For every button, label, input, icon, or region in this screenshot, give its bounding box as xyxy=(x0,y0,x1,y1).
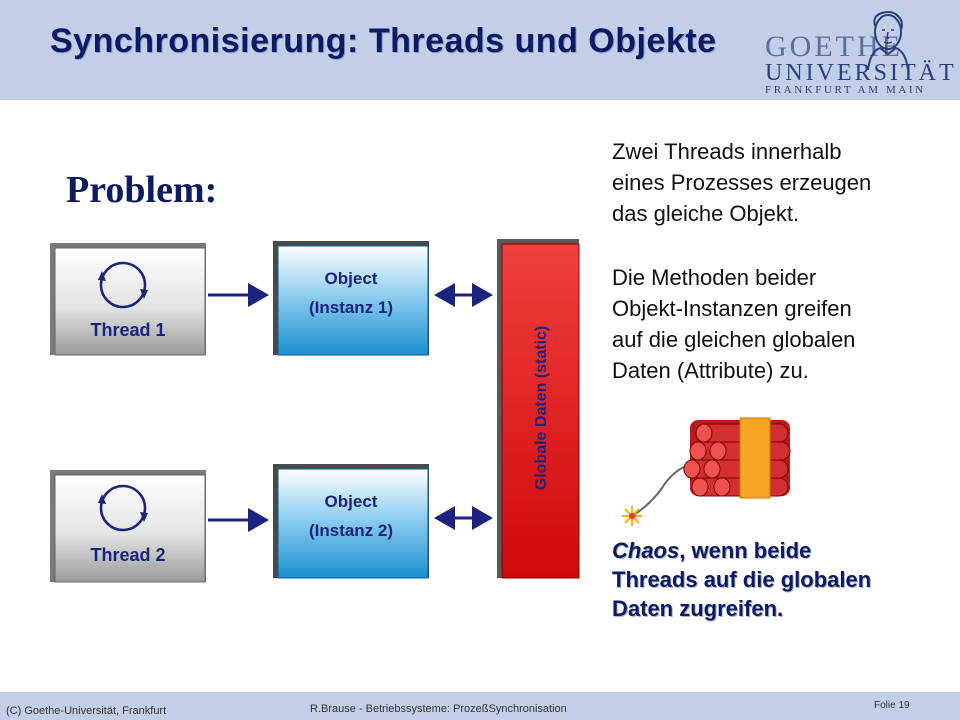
problem-heading: Problem: xyxy=(66,169,218,211)
chaos-line-3: Daten zugreifen. xyxy=(612,596,784,621)
logo-frankfurt: FRANKFURT AM MAIN xyxy=(765,84,926,96)
object1-label-line2: (Instanz 1) xyxy=(309,298,393,317)
description-line: eines Prozesses erzeugen xyxy=(612,170,872,195)
description-paragraph-2: Die Methoden beider Objekt-Instanzen gre… xyxy=(612,262,855,386)
cycle-icon xyxy=(98,261,148,309)
logo-universitaet: UNIVERSITÄT xyxy=(765,60,957,86)
footer-course: R.Brause - Betriebssysteme: ProzeßSynchr… xyxy=(310,703,567,715)
goethe-portrait-logo xyxy=(867,11,909,70)
object2-box: Object (Instanz 2) xyxy=(273,464,429,579)
object2-label-line1: Object xyxy=(325,492,378,511)
chaos-line-2: Threads auf die globalen xyxy=(612,567,872,592)
chaos-line1-rest: , wenn beide xyxy=(679,538,812,563)
footer-copyright: (C) Goethe-Universität, Frankfurt xyxy=(6,705,167,717)
object1-box: Object (Instanz 1) xyxy=(273,241,429,356)
thread2-label: Thread 2 xyxy=(90,545,165,565)
chaos-line-1: Chaos, wenn beide xyxy=(612,536,871,565)
object1-label-line1: Object xyxy=(325,269,378,288)
chaos-warning: Chaos, wenn beide Threads auf die global… xyxy=(612,536,871,623)
description-line: auf die gleichen globalen xyxy=(612,327,856,352)
cycle-icon xyxy=(98,484,148,532)
logo-goethe: GOETHE xyxy=(765,30,903,63)
description-line: Zwei Threads innerhalb xyxy=(612,139,842,164)
slide-title: Synchronisierung: Threads und Objekte xyxy=(50,22,717,60)
dynamite-icon xyxy=(622,417,791,526)
footer-bar: (C) Goethe-Universität, Frankfurt R.Brau… xyxy=(0,692,960,720)
header-bar: Synchronisierung: Threads und Objekte GO… xyxy=(0,0,960,100)
thread2-box: Thread 2 xyxy=(50,470,206,583)
description-line: Die Methoden beider xyxy=(612,265,817,290)
global-data-label: Globale Daten (static) xyxy=(533,326,550,490)
object2-label-line2: (Instanz 2) xyxy=(309,521,393,540)
thread1-box: Thread 1 xyxy=(50,243,206,356)
thread1-label: Thread 1 xyxy=(90,320,165,340)
description-paragraph-1: Zwei Threads innerhalb eines Prozesses e… xyxy=(612,136,871,229)
footer-slide-number: Folie 19 xyxy=(874,700,910,711)
description-line: das gleiche Objekt. xyxy=(612,201,800,226)
chaos-word: Chaos xyxy=(612,538,680,563)
global-data-box: Globale Daten (static) xyxy=(497,239,580,579)
description-line: Daten (Attribute) zu. xyxy=(612,358,809,383)
description-line: Objekt-Instanzen greifen xyxy=(612,296,852,321)
